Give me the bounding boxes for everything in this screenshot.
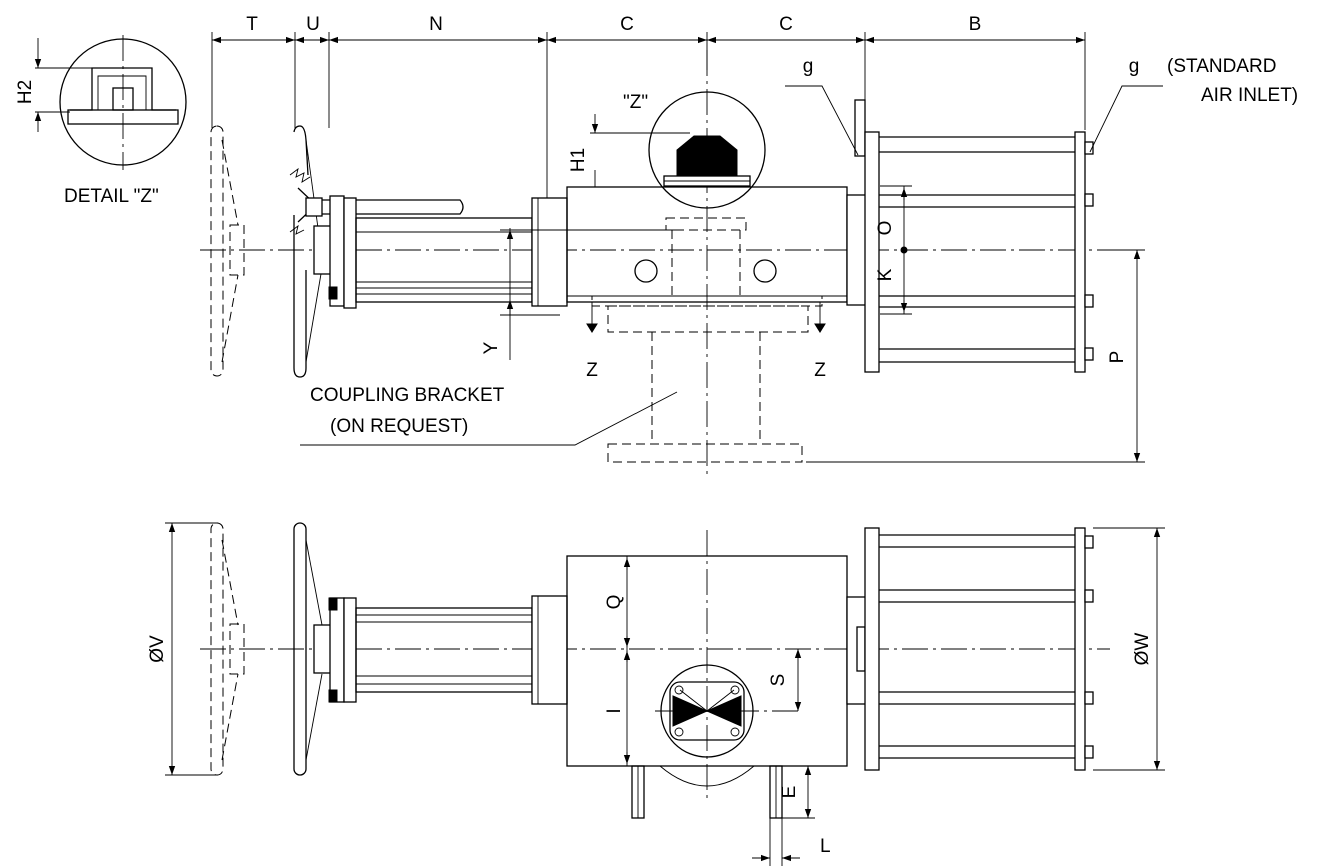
dim-H1-label: H1 [568, 148, 589, 172]
front-view: Z Z "Z" H1 Y [200, 50, 1298, 475]
dim-N-label: N [429, 14, 443, 35]
top-view: ØV [147, 522, 1165, 866]
z-callout-label: "Z" [623, 92, 648, 113]
top-dimension-chain: T U N C C B [211, 14, 1086, 200]
dim-P: P [806, 249, 1145, 463]
dim-V-label: ØV [147, 635, 168, 663]
clutch-housing-top [328, 595, 568, 705]
standard-air-inlet-line2: AIR INLET) [1201, 85, 1298, 106]
dim-O-label: O [875, 221, 896, 236]
dim-C2-label: C [779, 14, 793, 35]
dim-E-label: E [779, 786, 800, 799]
actuator-body-top [566, 555, 848, 819]
coupling-bracket-line2: (ON REQUEST) [330, 416, 468, 437]
dim-S: S [768, 649, 802, 711]
dim-E: E [779, 765, 815, 819]
dim-U-label: U [306, 14, 320, 35]
handwheel-top [293, 522, 333, 776]
cylinder-assembly-top [846, 527, 1094, 771]
position-indicator: "Z" H1 [568, 91, 766, 209]
dim-B-label: B [969, 14, 982, 35]
dim-L: L [752, 818, 831, 866]
dim-O-K: O K [875, 185, 912, 315]
dim-Y: Y [481, 228, 680, 360]
g-leaders: g g (STANDARD AIR INLET) [785, 56, 1298, 156]
dim-L-label: L [820, 836, 831, 857]
dim-Q-label: Q [604, 595, 625, 610]
dim-S-label: S [768, 674, 789, 687]
dim-V: ØV [147, 522, 218, 776]
emergency-lever [305, 197, 464, 217]
coupling-bracket-callout: COUPLING BRACKET (ON REQUEST) [300, 385, 678, 446]
detail-z: H2 DETAIL "Z" [15, 35, 187, 207]
handwheel-extended [210, 125, 245, 377]
dim-C1-label: C [620, 14, 634, 35]
dim-I-label: I [604, 708, 625, 713]
detail-z-caption: DETAIL "Z" [64, 186, 159, 207]
dim-W-label: ØW [1132, 633, 1153, 666]
cylinder-assembly [846, 99, 1094, 373]
g1-label: g [803, 56, 814, 77]
standard-air-inlet-line1: (STANDARD [1167, 56, 1276, 77]
dim-Q-I: Q I [604, 556, 631, 766]
dim-H2-label: H2 [15, 80, 36, 104]
section-z-left-label: Z [586, 360, 598, 381]
dim-Y-label: Y [481, 341, 502, 354]
dim-P-label: P [1107, 351, 1128, 364]
g2-label: g [1129, 56, 1140, 77]
dim-W: ØW [1093, 527, 1165, 771]
dim-K-label: K [875, 268, 896, 281]
section-z-right-label: Z [814, 360, 826, 381]
actuator-body: Z Z [566, 186, 848, 463]
dim-T-label: T [246, 14, 258, 35]
coupling-bracket-line1: COUPLING BRACKET [310, 385, 505, 406]
clutch-housing [313, 195, 568, 309]
